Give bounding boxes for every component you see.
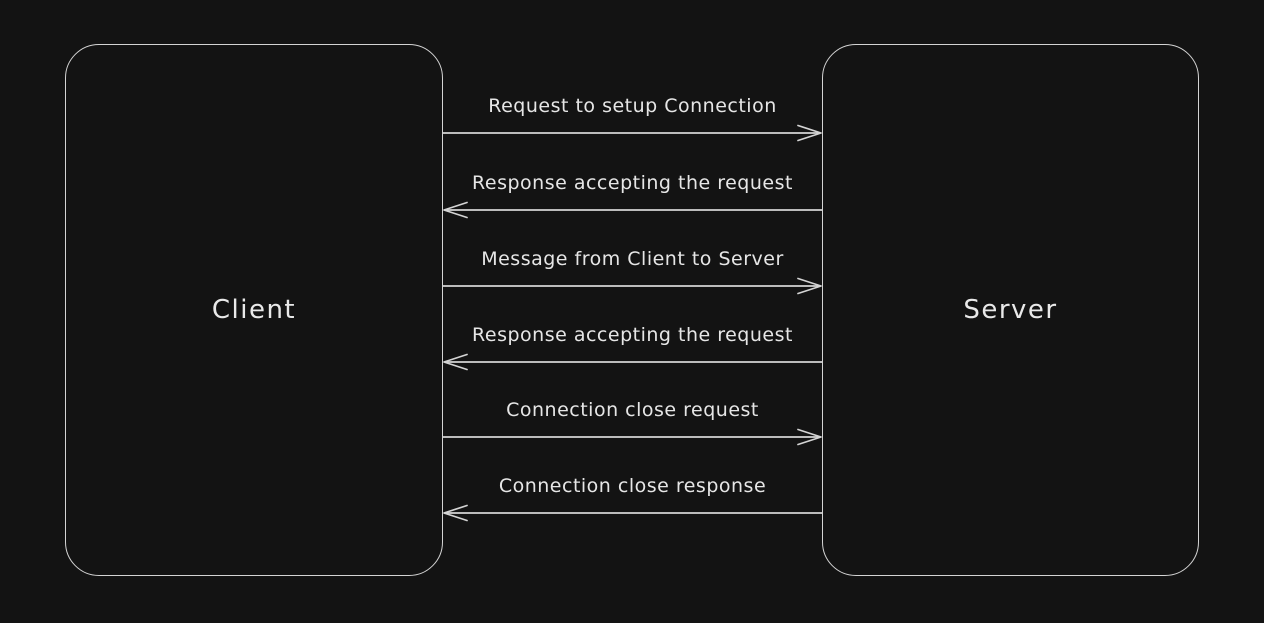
arrow-right-icon[interactable] [443,425,822,449]
arrow-left-icon[interactable] [443,198,822,222]
client-node-label: Client [211,295,297,325]
message-label: Connection close response [498,475,767,497]
message-row-2: Response accepting the request [443,168,822,222]
message-row-1: Request to setup Connection [443,91,822,145]
arrow-right-icon[interactable] [443,274,822,298]
server-node[interactable]: Server [822,44,1199,576]
message-row-6: Connection close response [443,471,822,525]
message-row-5: Connection close request [443,395,822,449]
message-row-3: Message from Client to Server [443,244,822,298]
arrow-left-icon[interactable] [443,350,822,374]
message-label: Response accepting the request [472,172,793,194]
message-label: Response accepting the request [472,324,793,346]
client-node[interactable]: Client [65,44,443,576]
message-label: Message from Client to Server [481,248,784,270]
arrow-right-icon[interactable] [443,121,822,145]
arrow-left-icon[interactable] [443,501,822,525]
message-row-4: Response accepting the request [443,320,822,374]
message-label: Request to setup Connection [488,95,777,117]
server-node-label: Server [963,295,1058,325]
message-label: Connection close request [506,399,759,421]
